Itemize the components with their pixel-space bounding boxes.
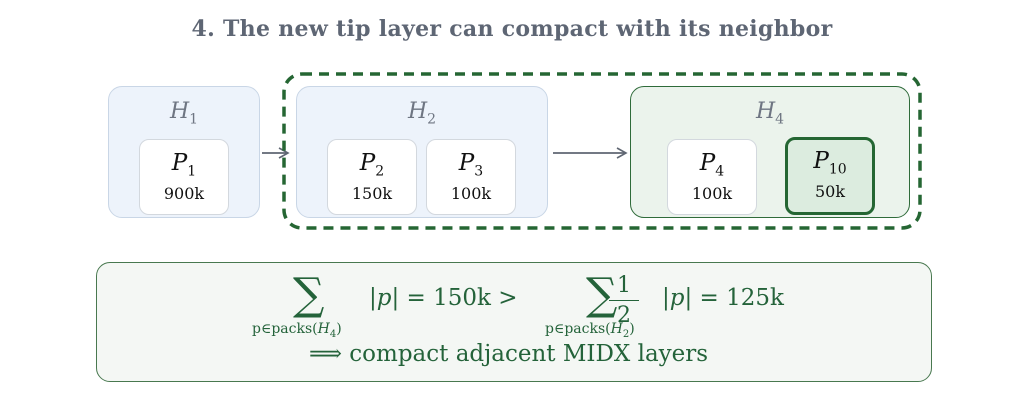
rhs-expression: |p| = 125k (662, 285, 784, 311)
pack-p4: P4 100k (667, 139, 757, 215)
implies-arrow-icon: ⟹ (309, 341, 342, 367)
pack-p10-size: 50k (814, 181, 846, 201)
pack-p10-label: P10 (813, 148, 847, 178)
pack-p1-size: 900k (163, 183, 205, 203)
pack-p2: P2 150k (327, 139, 417, 215)
pack-p1: P1 900k (139, 139, 229, 215)
diagram-title: 4. The new tip layer can compact with it… (191, 16, 833, 42)
layer-h4: H4 P4 100k P10 50k (630, 86, 910, 218)
pack-p4-size: 100k (691, 183, 733, 203)
pack-p3-label: P3 (458, 150, 484, 180)
lhs-sum-symbol: ∑ (293, 269, 325, 320)
pack-p3: P3 100k (426, 139, 516, 215)
layer-h1-label: H1 (169, 99, 199, 128)
pack-p10-highlighted: P10 50k (785, 137, 875, 215)
layer-h2: H2 P2 150k P3 100k (296, 86, 548, 218)
compaction-region-dashed (282, 72, 922, 230)
pack-p2-label: P2 (359, 150, 385, 180)
pack-p2-size: 150k (351, 183, 393, 203)
rhs-sum-symbol: ∑ (586, 269, 618, 320)
pack-p1-label: P1 (171, 150, 197, 180)
implies-conclusion: ⟹ compact adjacent MIDX layers (309, 341, 709, 367)
lhs-sum-index: p∈packs(H4) (252, 321, 342, 340)
layer-h2-label: H2 (407, 99, 437, 128)
layer-h4-label: H4 (755, 99, 785, 128)
rhs-sum-index: p∈packs(H2) (545, 321, 635, 340)
pack-p4-label: P4 (699, 150, 725, 180)
lhs-expression: |p| = 150k > (369, 285, 518, 311)
layer-h1: H1 P1 900k (108, 86, 260, 218)
pack-p3-size: 100k (450, 183, 492, 203)
